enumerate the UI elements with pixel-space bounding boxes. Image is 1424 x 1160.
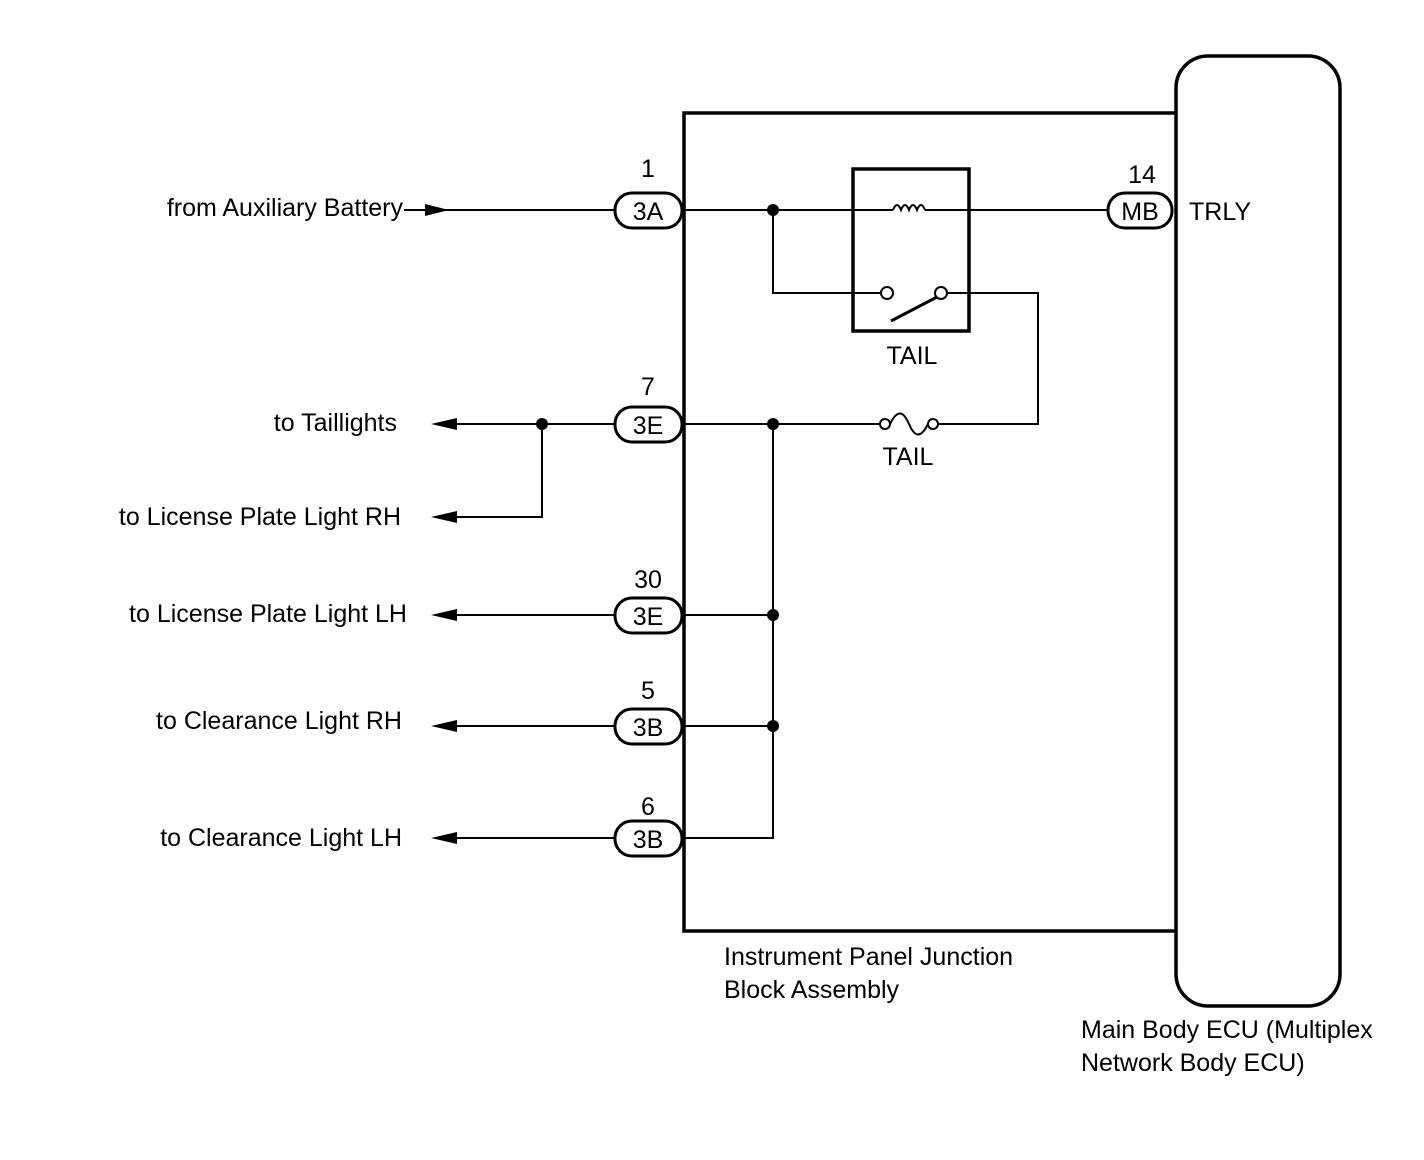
svg-text:6: 6 — [641, 793, 655, 821]
arrow-out-icon — [431, 511, 457, 523]
fuse-terminal-left — [879, 418, 891, 430]
svg-text:14: 14 — [1128, 161, 1156, 189]
output-label-clearance-lh: to Clearance Light LH — [160, 824, 402, 852]
output-label-license-rh: to License Plate Light RH — [119, 503, 401, 531]
wire-output-bus — [682, 424, 774, 839]
connector-3b-5: 3B 5 — [613, 677, 684, 746]
arrow-out-icon — [431, 832, 457, 844]
svg-text:3E: 3E — [633, 603, 664, 631]
fuse-terminal-right — [927, 418, 939, 430]
junction-block-outline — [682, 111, 1176, 933]
junction-dot — [767, 204, 779, 216]
wire-to-switch — [772, 210, 882, 294]
arrow-in-icon — [425, 204, 449, 216]
wire-switch-to-fuse — [938, 292, 1039, 425]
junction-dot — [767, 720, 779, 732]
input-label: from Auxiliary Battery — [167, 194, 404, 222]
svg-text:1: 1 — [641, 155, 655, 183]
output-label-taillights: to Taillights — [274, 409, 397, 437]
relay-switch-icon — [890, 295, 938, 323]
connector-3e-30: 3E 30 — [613, 566, 684, 635]
arrow-out-icon — [431, 418, 457, 430]
relay-label: TAIL — [887, 342, 938, 370]
wire-license-rh — [455, 424, 543, 518]
tail-relay-box — [851, 167, 971, 333]
junction-block-label: Instrument Panel Junction Block Assembly — [724, 943, 1020, 1004]
output-label-license-lh: to License Plate Light LH — [129, 600, 407, 628]
junction-dot — [767, 609, 779, 621]
ecu-outline — [1174, 54, 1342, 1008]
svg-text:5: 5 — [641, 677, 655, 705]
relay-coil-icon — [892, 204, 926, 213]
ecu-terminal-label: TRLY — [1189, 198, 1251, 226]
connector-3a: 3A 1 — [613, 155, 684, 230]
svg-text:MB: MB — [1121, 198, 1159, 226]
fuse-label: TAIL — [883, 443, 934, 471]
switch-contact-left — [880, 286, 894, 300]
arrow-out-icon — [431, 609, 457, 621]
svg-text:7: 7 — [641, 373, 655, 401]
svg-text:3E: 3E — [633, 412, 664, 440]
fuse-icon — [889, 412, 929, 436]
junction-dot — [536, 418, 548, 430]
connector-3e-7: 3E 7 — [613, 373, 684, 444]
ecu-label: Main Body ECU (Multiplex Network Body EC… — [1081, 1016, 1380, 1077]
svg-text:3B: 3B — [633, 826, 664, 854]
svg-text:30: 30 — [634, 566, 662, 594]
arrow-out-icon — [431, 720, 457, 732]
connector-3b-6: 3B 6 — [613, 793, 684, 858]
output-label-clearance-rh: to Clearance Light RH — [156, 707, 402, 735]
svg-text:3B: 3B — [633, 714, 664, 742]
svg-text:3A: 3A — [633, 198, 664, 226]
junction-dot — [767, 418, 779, 430]
connector-mb: MB 14 — [1106, 161, 1174, 230]
